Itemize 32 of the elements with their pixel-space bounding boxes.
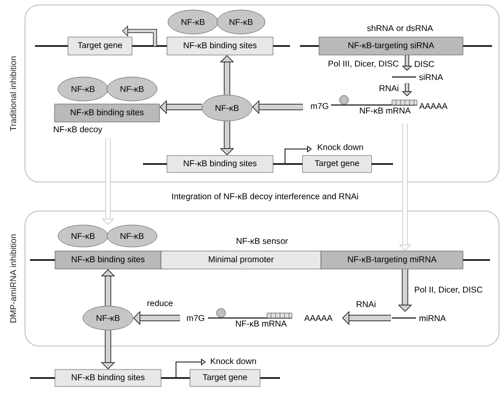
text-label: DISC [414,61,434,67]
node-label: Knock down [210,358,256,364]
gene-box: NF-κB-targeting siRNA [318,36,464,56]
gene-box: Target gene [68,36,132,56]
rna-strand: miRNA [392,314,446,322]
gene-box: Minimal promoter [160,250,322,270]
panel-title: Traditional inhibition [10,56,16,131]
gene-box: Target gene [190,369,260,387]
gene-box: NF-κB-targeting miRNA [320,250,464,270]
node-label: NF-κB decoy [54,126,102,134]
edge-label: Pol II, Dicer, DISC [414,286,482,294]
gene-box: NF-κB binding sites [166,36,274,56]
text-label: Integration of NF-κB decoy interference and RNAi [172,193,358,201]
mrna-strand: NF-κB mRNA [208,308,292,326]
edge-label: Pol III, Dicer, DISC [328,60,398,68]
edge-label: RNAi [356,300,376,308]
gene-box: NF-κB binding sites [166,155,274,173]
node-label: AAAAA [304,315,333,321]
gene-box: NF-κB binding sites [54,369,162,387]
edge-label: RNAi [380,84,398,92]
panel-title: DMP-amiRNA inhibition [10,234,16,322]
edge-label: reduce [148,300,173,306]
gene-box: NF-κB binding sites [54,250,162,270]
rna-strand: siRNA [392,74,444,80]
mrna-strand: NF-κB mRNA [331,95,418,114]
node-label: Knock down [318,144,363,150]
node-label: m7G [186,315,204,321]
gene-box: NF-κB binding sites [54,104,160,122]
node-label: shRNA or dsRNA [367,24,434,32]
node-label: AAAAA [419,103,448,109]
gene-box: Target gene [302,155,372,173]
node-label: m7G [310,103,328,109]
